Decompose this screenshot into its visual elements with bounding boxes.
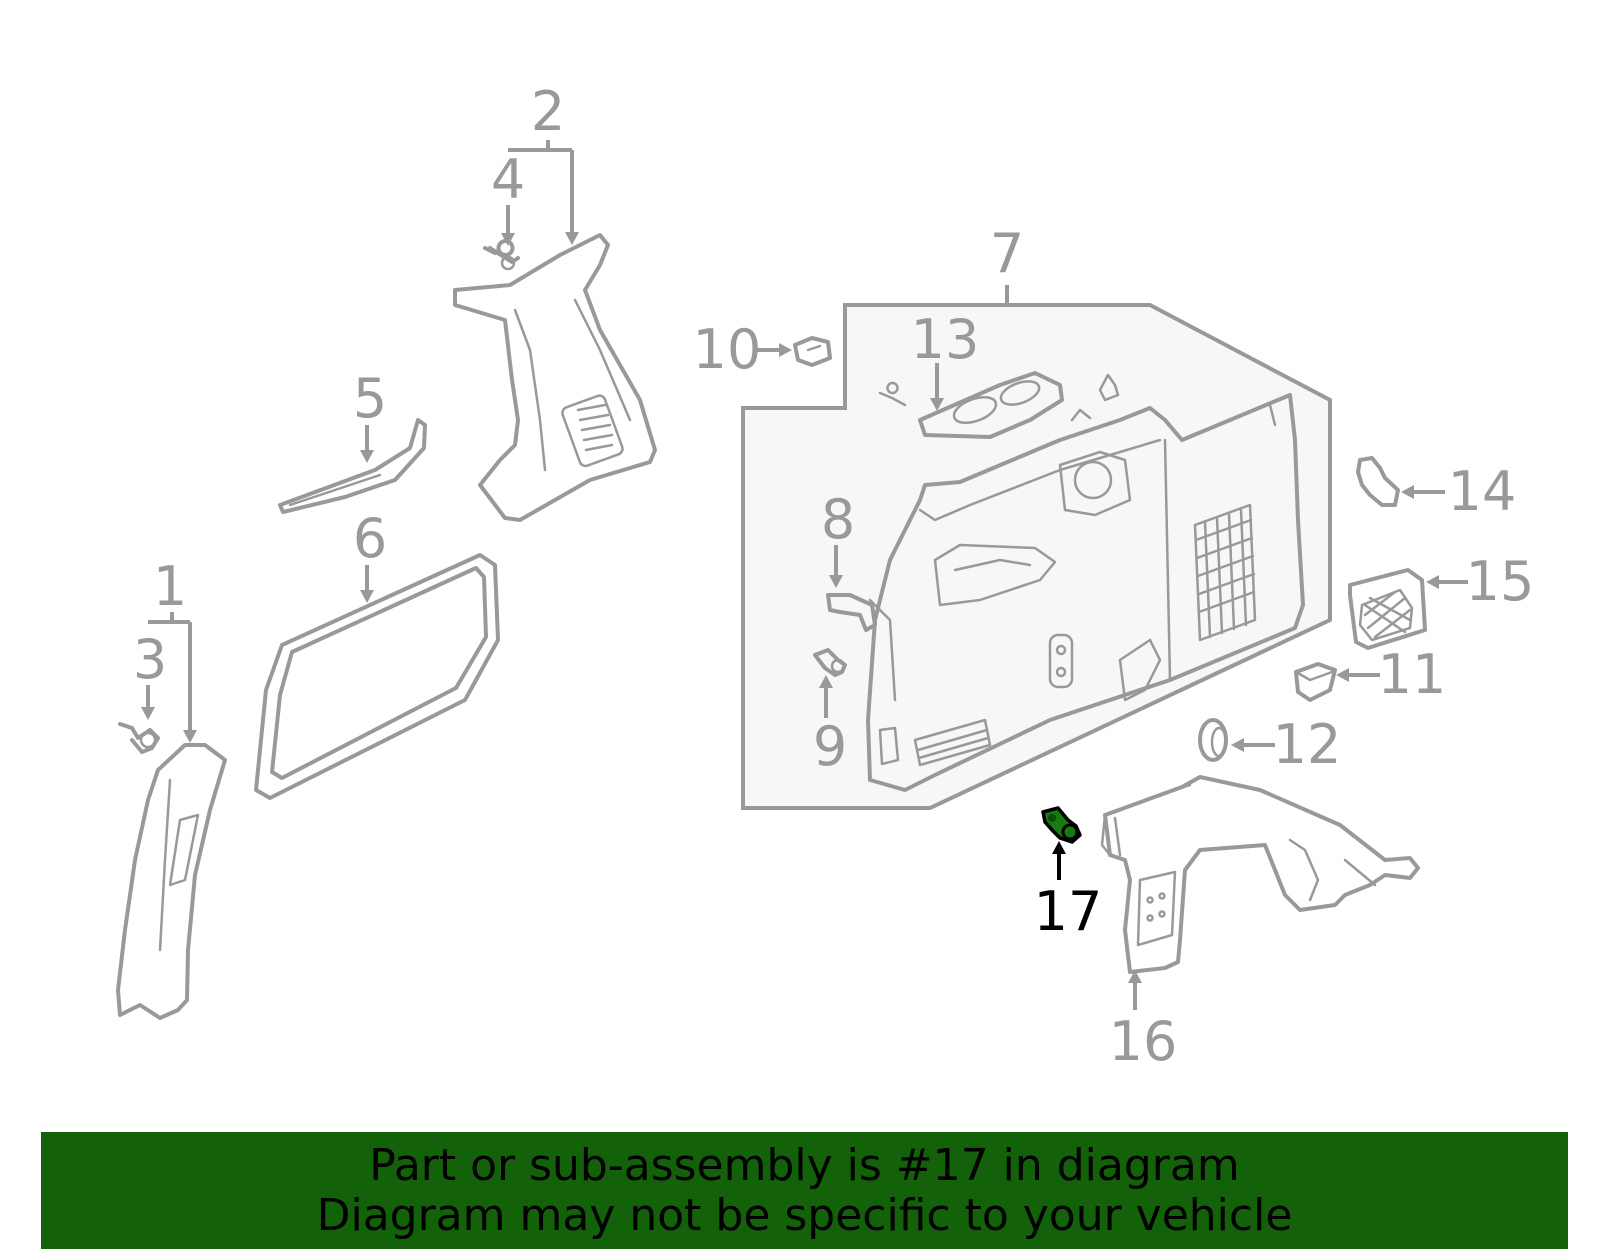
- callout-6: 6: [353, 507, 387, 570]
- banner-line-disclaimer: Diagram may not be specific to your vehi…: [316, 1189, 1293, 1241]
- callout-9: 9: [813, 715, 847, 778]
- part-12-grommet[interactable]: [1198, 718, 1228, 762]
- part-4-screw[interactable]: [483, 239, 520, 271]
- assembly-7-outline: [741, 303, 1332, 810]
- callout-17[interactable]: 17: [1034, 880, 1103, 943]
- part-16-lower-trim[interactable]: [1100, 775, 1420, 974]
- callout-12: 12: [1273, 713, 1342, 776]
- callout-2: 2: [531, 80, 565, 143]
- callout-7: 7: [990, 222, 1024, 285]
- callout-10: 10: [693, 318, 762, 381]
- part-17-clip-highlighted[interactable]: [1041, 806, 1082, 844]
- part-1-lower-pillar-trim[interactable]: [116, 743, 227, 1020]
- info-banner: Part or sub-assembly is #17 in diagram D…: [41, 1132, 1568, 1249]
- callout-13: 13: [911, 308, 980, 371]
- banner-line-part-info: Part or sub-assembly is #17 in diagram: [369, 1139, 1240, 1191]
- part-2-pillar-trim[interactable]: [453, 233, 657, 522]
- part-14-hook[interactable]: [1356, 456, 1400, 507]
- callout-15: 15: [1466, 550, 1535, 613]
- leader-lines: [141, 140, 1468, 1010]
- part-9-clip[interactable]: [813, 648, 847, 677]
- callout-8: 8: [821, 488, 855, 551]
- part-15-grille[interactable]: [1348, 568, 1427, 650]
- part-3-clip[interactable]: [118, 722, 160, 754]
- part-13-screw: [878, 381, 907, 407]
- part-8-bracket[interactable]: [826, 593, 877, 632]
- callout-5: 5: [353, 367, 387, 430]
- part-5-strip[interactable]: [278, 418, 427, 514]
- part-10-clip[interactable]: [793, 336, 832, 367]
- part-13-cup-holder[interactable]: [918, 371, 1064, 439]
- callout-1: 1: [153, 555, 187, 618]
- part-6-glass-molding[interactable]: [254, 553, 500, 800]
- part-7-quarter-panel[interactable]: [866, 393, 1305, 792]
- callout-3: 3: [133, 628, 167, 691]
- callout-14: 14: [1448, 460, 1517, 523]
- callout-16: 16: [1109, 1010, 1178, 1073]
- callout-4: 4: [491, 148, 525, 211]
- callout-11: 11: [1378, 643, 1447, 706]
- part-11-clip[interactable]: [1294, 662, 1337, 702]
- part-7-clip: [1070, 373, 1120, 422]
